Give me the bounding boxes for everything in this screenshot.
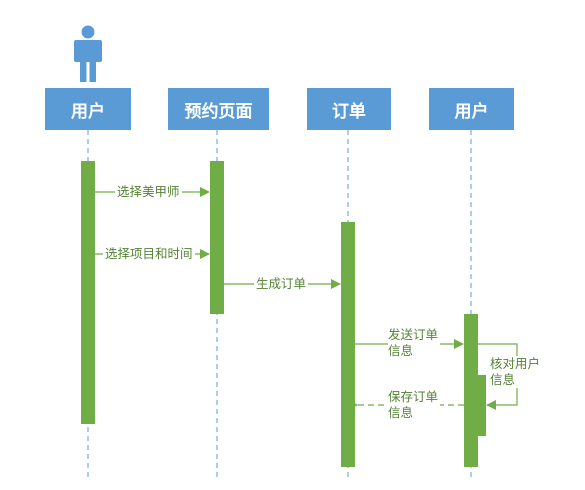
label-send-order-info: 发送订单信息 — [388, 327, 440, 359]
label-verify-user-info: 核对用户信息 — [490, 356, 542, 388]
activation-order — [341, 222, 355, 467]
header-booking-page: 预约页面 — [168, 88, 269, 130]
header-order: 订单 — [307, 88, 391, 130]
person-icon — [74, 25, 102, 82]
activation-booking-page — [210, 161, 224, 314]
activation-user-1 — [81, 161, 95, 424]
header-user-1: 用户 — [45, 88, 131, 130]
activation-user-2-nested — [473, 375, 486, 436]
header-user-2: 用户 — [429, 88, 514, 130]
label-select-technician: 选择美甲师 — [115, 184, 182, 200]
label-save-order-info: 保存订单信息 — [388, 389, 440, 421]
label-generate-order: 生成订单 — [254, 276, 309, 292]
label-select-service-time: 选择项目和时间 — [103, 246, 195, 262]
